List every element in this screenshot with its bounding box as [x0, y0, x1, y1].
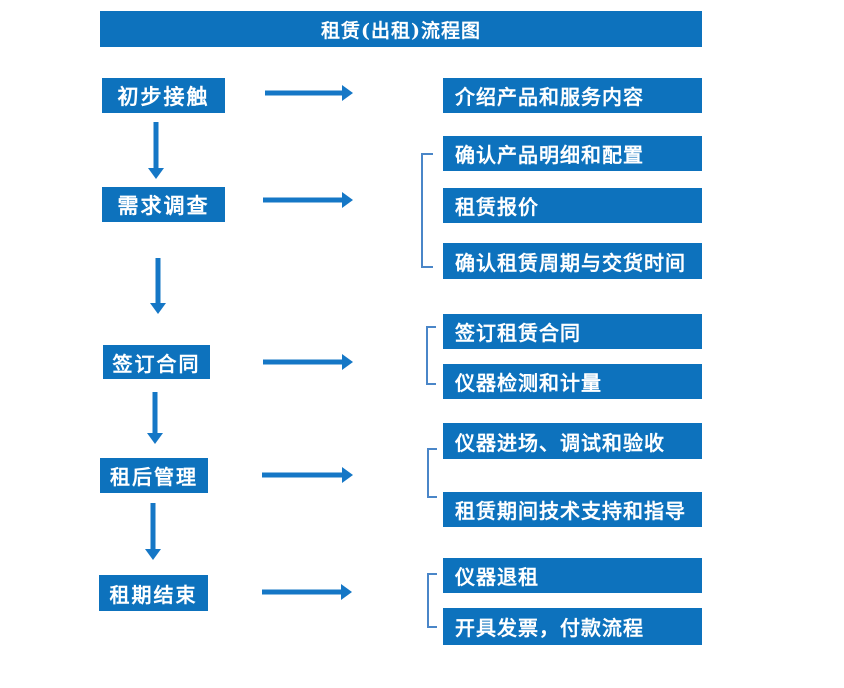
down-arrow-shaft — [155, 258, 161, 304]
flowchart-title: 租赁(出租)流程图 — [100, 11, 702, 47]
right-arrow-head — [342, 192, 353, 208]
down-arrow-1 — [148, 122, 164, 179]
right-arrow-head — [342, 354, 353, 370]
detail-box-technical-support: 租赁期间技术支持和指导 — [443, 492, 702, 527]
down-arrow-head — [147, 433, 163, 444]
detail-box-sign-rental-contract: 签订租赁合同 — [443, 314, 702, 349]
detail-box-instrument-testing: 仪器检测和计量 — [443, 364, 702, 399]
right-arrow-2 — [263, 192, 353, 208]
bracket-group-demand-survey — [421, 153, 433, 268]
right-arrow-head — [341, 584, 352, 600]
down-arrow-shaft — [153, 122, 159, 169]
down-arrow-4 — [145, 503, 161, 560]
detail-box-confirm-rental-period: 确认租赁周期与交货时间 — [443, 243, 702, 279]
down-arrow-head — [148, 168, 164, 179]
right-arrow-5 — [262, 584, 352, 600]
right-arrow-shaft — [262, 589, 342, 595]
detail-box-rental-quotation: 租赁报价 — [443, 188, 702, 223]
bracket-group-sign-contract — [426, 326, 436, 385]
detail-box-instrument-return: 仪器退租 — [443, 558, 702, 593]
step-box-post-rental-management: 租后管理 — [100, 458, 208, 493]
bracket-group-post-rental-management — [427, 448, 437, 498]
down-arrow-shaft — [150, 503, 156, 550]
down-arrow-2 — [150, 258, 166, 314]
right-arrow-head — [342, 467, 353, 483]
detail-box-introduce-products: 介绍产品和服务内容 — [443, 78, 702, 113]
step-box-demand-survey: 需求调查 — [102, 187, 225, 222]
right-arrow-shaft — [263, 197, 343, 203]
right-arrow-head — [342, 85, 353, 101]
step-box-rental-end: 租期结束 — [99, 575, 208, 611]
down-arrow-3 — [147, 392, 163, 444]
right-arrow-shaft — [262, 472, 343, 478]
right-arrow-3 — [263, 354, 353, 370]
step-box-sign-contract: 签订合同 — [103, 345, 210, 379]
step-box-initial-contact: 初步接触 — [102, 78, 225, 113]
down-arrow-shaft — [152, 392, 158, 434]
down-arrow-head — [150, 303, 166, 314]
right-arrow-1 — [265, 85, 353, 101]
bracket-group-rental-end — [427, 573, 437, 628]
right-arrow-shaft — [263, 359, 343, 365]
right-arrow-4 — [262, 467, 353, 483]
right-arrow-shaft — [265, 90, 343, 96]
detail-box-invoice-payment: 开具发票，付款流程 — [443, 608, 702, 645]
detail-box-confirm-product-details: 确认产品明细和配置 — [443, 136, 702, 171]
detail-box-instrument-entry: 仪器进场、调试和验收 — [443, 423, 702, 459]
down-arrow-head — [145, 549, 161, 560]
